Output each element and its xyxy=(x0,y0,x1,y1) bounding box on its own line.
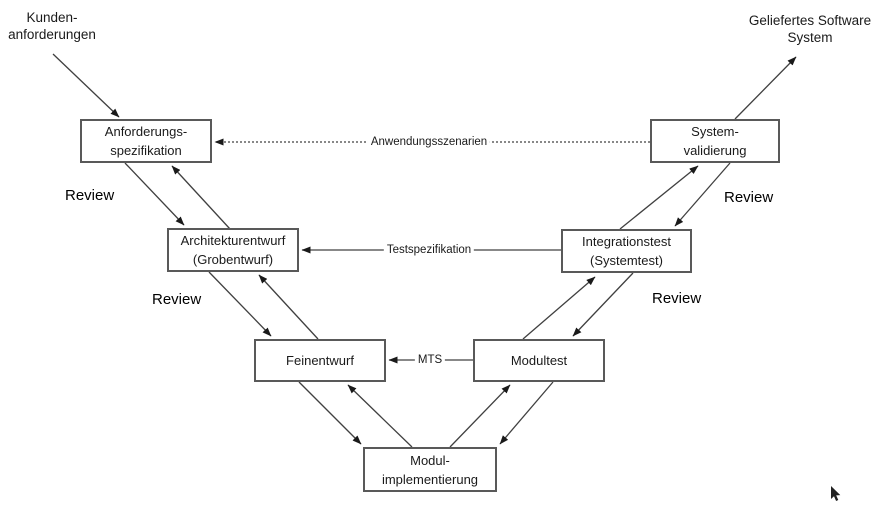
node-systemvalidierung: System- validierung xyxy=(650,119,780,163)
label-review-left-bottom: Review xyxy=(152,291,202,308)
arrow-fei-to-arc xyxy=(258,274,319,340)
mouse-cursor-icon xyxy=(831,486,841,501)
node-feinentwurf: Feinentwurf xyxy=(254,339,386,382)
node-anforderungsspezifikation: Anforderungs- spezifikation xyxy=(80,119,212,163)
label-mts: MTS xyxy=(414,354,446,366)
label-review-right-bottom: Review xyxy=(652,290,702,307)
arrow-imp-to-fei xyxy=(347,384,413,448)
arrow-anf-to-arc xyxy=(124,162,185,226)
node-architekturentwurf: Architekturentwurf (Grobentwurf) xyxy=(167,228,299,272)
arrow-int-to-mod xyxy=(572,272,634,337)
label-testspezifikation: Testspezifikation xyxy=(383,244,475,256)
node-modulimplementierung: Modul- implementierung xyxy=(363,447,497,492)
arrow-mod-to-int xyxy=(522,276,596,340)
arrow-mod-to-imp xyxy=(499,381,554,445)
node-modultest: Modultest xyxy=(473,339,605,382)
arrow-kundenanforderungen xyxy=(52,53,120,118)
arrow-arc-to-anf xyxy=(171,165,231,230)
arrow-arc-to-fei xyxy=(208,271,272,337)
label-anwendungsszenarien: Anwendungsszenarien xyxy=(367,136,491,148)
label-kundenanforderungen: Kunden- anforderungen xyxy=(8,10,96,42)
arrow-fei-to-imp xyxy=(298,381,362,445)
arrow-sys-to-int xyxy=(674,162,731,227)
arrow-geliefertes-system xyxy=(734,56,797,120)
label-review-right-top: Review xyxy=(724,189,774,206)
arrow-int-to-sys xyxy=(619,165,699,230)
label-review-left-top: Review xyxy=(65,187,115,204)
node-integrationstest: Integrationstest (Systemtest) xyxy=(561,229,692,273)
label-geliefertes-software-system: Geliefertes Software System xyxy=(748,13,872,45)
arrow-imp-to-mod xyxy=(449,384,511,448)
